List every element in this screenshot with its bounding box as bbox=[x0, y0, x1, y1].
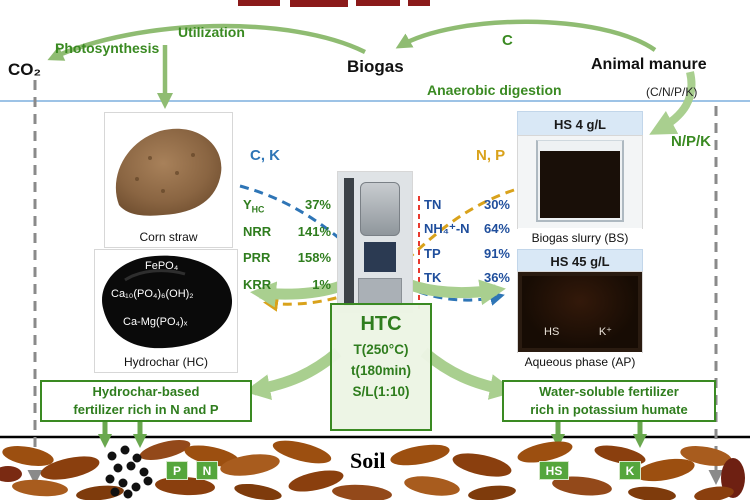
utilization-arrow bbox=[47, 23, 366, 61]
htc-reactor-photo bbox=[337, 171, 413, 313]
aqueous-hs-overlay: HS bbox=[544, 326, 560, 338]
corn-straw-photo: Corn straw bbox=[104, 112, 233, 248]
soil-particles bbox=[0, 440, 745, 500]
water-soluble-fertilizer-line2: rich in potassium humate bbox=[530, 402, 688, 417]
water-soluble-fertilizer-box: Water-soluble fertilizer rich in potassi… bbox=[502, 380, 716, 422]
ck-label: C, K bbox=[250, 147, 280, 164]
hydrochar-caption: Hydrochar (HC) bbox=[95, 352, 237, 372]
aqueous-liquid: HS K⁺ bbox=[522, 276, 638, 348]
aqueous-k-overlay: K⁺ bbox=[598, 326, 612, 338]
cropped-title-fragments bbox=[238, 0, 430, 7]
badge-hs: HS bbox=[539, 461, 569, 480]
badge-p: P bbox=[166, 461, 188, 480]
carbon-to-biogas-arrow bbox=[395, 19, 657, 52]
reactor-stand bbox=[344, 178, 354, 306]
hydrochar-photo: FePO₄ Ca₁₀(PO₄)₆(OH)₂ Ca-Mg(PO₄)ₓ Hydroc… bbox=[94, 249, 238, 373]
htc-temperature: T(250°C) bbox=[353, 342, 409, 357]
manure-to-slurry-arrow bbox=[649, 71, 696, 135]
corn-straw-pile bbox=[115, 128, 222, 216]
formula-fepo4: FePO₄ bbox=[145, 260, 179, 272]
hydrochar-fertilizer-line2: fertilizer rich in N and P bbox=[73, 402, 219, 417]
stat-prr: PRR 158% bbox=[243, 250, 331, 266]
htc-conditions-box: HTC T(250°C) t(180min) S/L(1:10) bbox=[330, 303, 432, 431]
formula-camgpo4x: Ca-Mg(PO₄)ₓ bbox=[123, 316, 188, 328]
biogas-label: Biogas bbox=[347, 57, 404, 76]
cnpk-label: (C/N/P/K) bbox=[646, 85, 698, 99]
stat-krr: KRR 1% bbox=[243, 276, 331, 292]
htc-to-left-fertilizer-arrow bbox=[244, 347, 342, 401]
water-soluble-fertilizer-line1: Water-soluble fertilizer bbox=[539, 384, 679, 400]
badge-n: N bbox=[196, 461, 218, 480]
reactor-base bbox=[358, 278, 402, 306]
htc-title: HTC bbox=[360, 313, 402, 335]
co2-label: CO₂ bbox=[8, 60, 42, 79]
corn-straw-caption: Corn straw bbox=[105, 227, 232, 247]
hs45-header: HS 45 g/L bbox=[517, 249, 643, 273]
hydrochar-particle-cluster bbox=[105, 445, 153, 499]
reactor-vessel bbox=[360, 182, 400, 236]
biogas-slurry-caption: Biogas slurry (BS) bbox=[518, 228, 642, 248]
soil-label: Soil bbox=[350, 448, 386, 473]
hydrochar-fertilizer-box: Hydrochar-based fertilizer rich in N and… bbox=[40, 380, 252, 422]
utilization-label: Utilization bbox=[178, 24, 245, 40]
animal-manure-label: Animal manure bbox=[591, 56, 707, 73]
carbon-label: C bbox=[502, 32, 513, 49]
hydrochar-blob bbox=[102, 255, 233, 349]
hs4-header: HS 4 g/L bbox=[517, 111, 643, 137]
htc-solid-liquid-ratio: S/L(1:10) bbox=[352, 384, 410, 399]
slurry-liquid bbox=[540, 151, 620, 218]
photosynthesis-label: Photosynthesis bbox=[55, 40, 160, 56]
badge-k: K bbox=[619, 461, 641, 480]
stat-nrr: NRR 141% bbox=[243, 223, 331, 239]
biogas-slurry-photo bbox=[517, 135, 643, 229]
formula-ca10po46oh2: Ca₁₀(PO₄)₆(OH)₂ bbox=[111, 288, 194, 300]
np-label: N, P bbox=[476, 147, 506, 164]
hydrochar-fertilizer-line1: Hydrochar-based bbox=[92, 384, 200, 400]
reactor-controller bbox=[364, 242, 396, 272]
slurry-beaker bbox=[536, 140, 624, 222]
htc-to-right-fertilizer-arrow bbox=[420, 347, 516, 400]
stat-yhc: YHC 37% bbox=[243, 197, 331, 215]
npk-label: N/P/K bbox=[671, 133, 712, 150]
htc-time: t(180min) bbox=[350, 363, 411, 378]
aqueous-phase-photo: HS K⁺ bbox=[517, 271, 643, 353]
anaerobic-digestion-label: Anaerobic digestion bbox=[427, 82, 562, 98]
recovery-stats-left: YHC 37% NRR 141% PRR 158% KRR 1% bbox=[243, 197, 331, 294]
np-dashed-arrow bbox=[263, 188, 515, 312]
aqueous-phase-caption: Aqueous phase (AP) bbox=[518, 352, 642, 372]
